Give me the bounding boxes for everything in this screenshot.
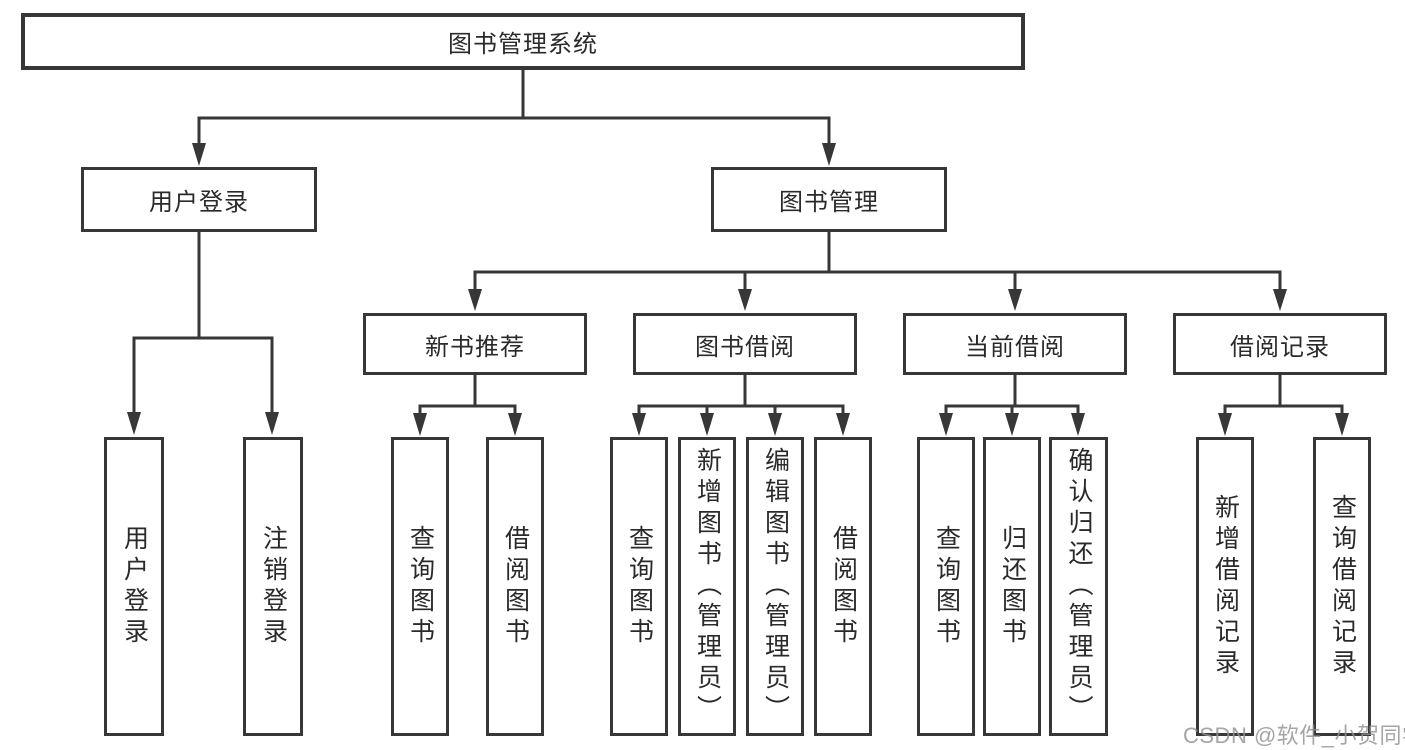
arrowheads xyxy=(127,143,1349,436)
leaf-borrow-edit: 编辑图书（管理员） xyxy=(746,437,804,736)
leaf-borrow-add-label: 新增图书（管理员） xyxy=(693,447,722,726)
leaf-logout: 注销登录 xyxy=(243,437,303,736)
connector-bookmanage-to-level3 xyxy=(473,230,1282,293)
leaf-current-confirm-label: 确认归还（管理员） xyxy=(1065,447,1093,726)
leaf-borrow-edit-label: 编辑图书（管理员） xyxy=(761,447,790,726)
leaf-record-query: 查询借阅记录 xyxy=(1313,437,1371,736)
node-new-book-recommend: 新书推荐 xyxy=(363,313,587,375)
leaf-borrow-query-label: 查询图书 xyxy=(625,524,654,649)
leaf-current-return-label: 归还图书 xyxy=(998,524,1027,649)
leaf-newbook-query: 查询图书 xyxy=(391,437,449,736)
connector-userlogin-to-leaves xyxy=(132,230,274,418)
leaf-logout-label: 注销登录 xyxy=(259,524,288,649)
connector-bookborrow-to-leaves xyxy=(637,373,845,418)
leaf-record-query-label: 查询借阅记录 xyxy=(1328,493,1357,680)
node-borrow-record-label: 借阅记录 xyxy=(1230,333,1330,361)
csdn-watermark: CSDN @软件_小贺同学 xyxy=(1183,723,1405,748)
leaf-borrow-add: 新增图书（管理员） xyxy=(678,437,736,736)
node-current-borrow: 当前借阅 xyxy=(903,313,1127,375)
node-current-borrow-label: 当前借阅 xyxy=(965,333,1065,361)
node-book-manage-label: 图书管理 xyxy=(779,189,879,216)
node-user-login: 用户登录 xyxy=(81,167,317,232)
node-root-label: 图书管理系统 xyxy=(448,31,598,58)
leaf-newbook-borrow-label: 借阅图书 xyxy=(501,524,530,649)
node-user-login-label: 用户登录 xyxy=(149,189,249,216)
node-new-book-recommend-label: 新书推荐 xyxy=(425,333,525,361)
leaf-current-query: 查询图书 xyxy=(917,437,975,736)
leaf-borrow-borrow: 借阅图书 xyxy=(814,437,872,736)
connector-root-to-level2 xyxy=(197,67,831,150)
leaf-record-add: 新增借阅记录 xyxy=(1196,437,1254,736)
leaf-record-add-label: 新增借阅记录 xyxy=(1211,493,1240,680)
node-book-borrow: 图书借阅 xyxy=(633,313,857,375)
node-borrow-record: 借阅记录 xyxy=(1173,313,1387,375)
leaf-borrow-borrow-label: 借阅图书 xyxy=(829,524,858,649)
leaf-user-login: 用户登录 xyxy=(104,437,164,736)
node-book-manage: 图书管理 xyxy=(711,167,947,232)
leaf-current-confirm: 确认归还（管理员） xyxy=(1049,437,1108,736)
node-root: 图书管理系统 xyxy=(21,13,1025,70)
connector-borrowrecord-to-leaves xyxy=(1223,373,1344,418)
connector-newbook-to-leaves xyxy=(418,373,517,418)
node-book-borrow-label: 图书借阅 xyxy=(695,333,795,361)
leaf-newbook-query-label: 查询图书 xyxy=(406,524,435,649)
leaf-newbook-borrow: 借阅图书 xyxy=(486,437,544,736)
leaf-current-query-label: 查询图书 xyxy=(932,524,961,649)
connector-currentborrow-to-leaves xyxy=(944,373,1080,418)
leaf-borrow-query: 查询图书 xyxy=(610,437,668,736)
leaf-current-return: 归还图书 xyxy=(983,437,1041,736)
leaf-user-login-label: 用户登录 xyxy=(120,524,149,649)
